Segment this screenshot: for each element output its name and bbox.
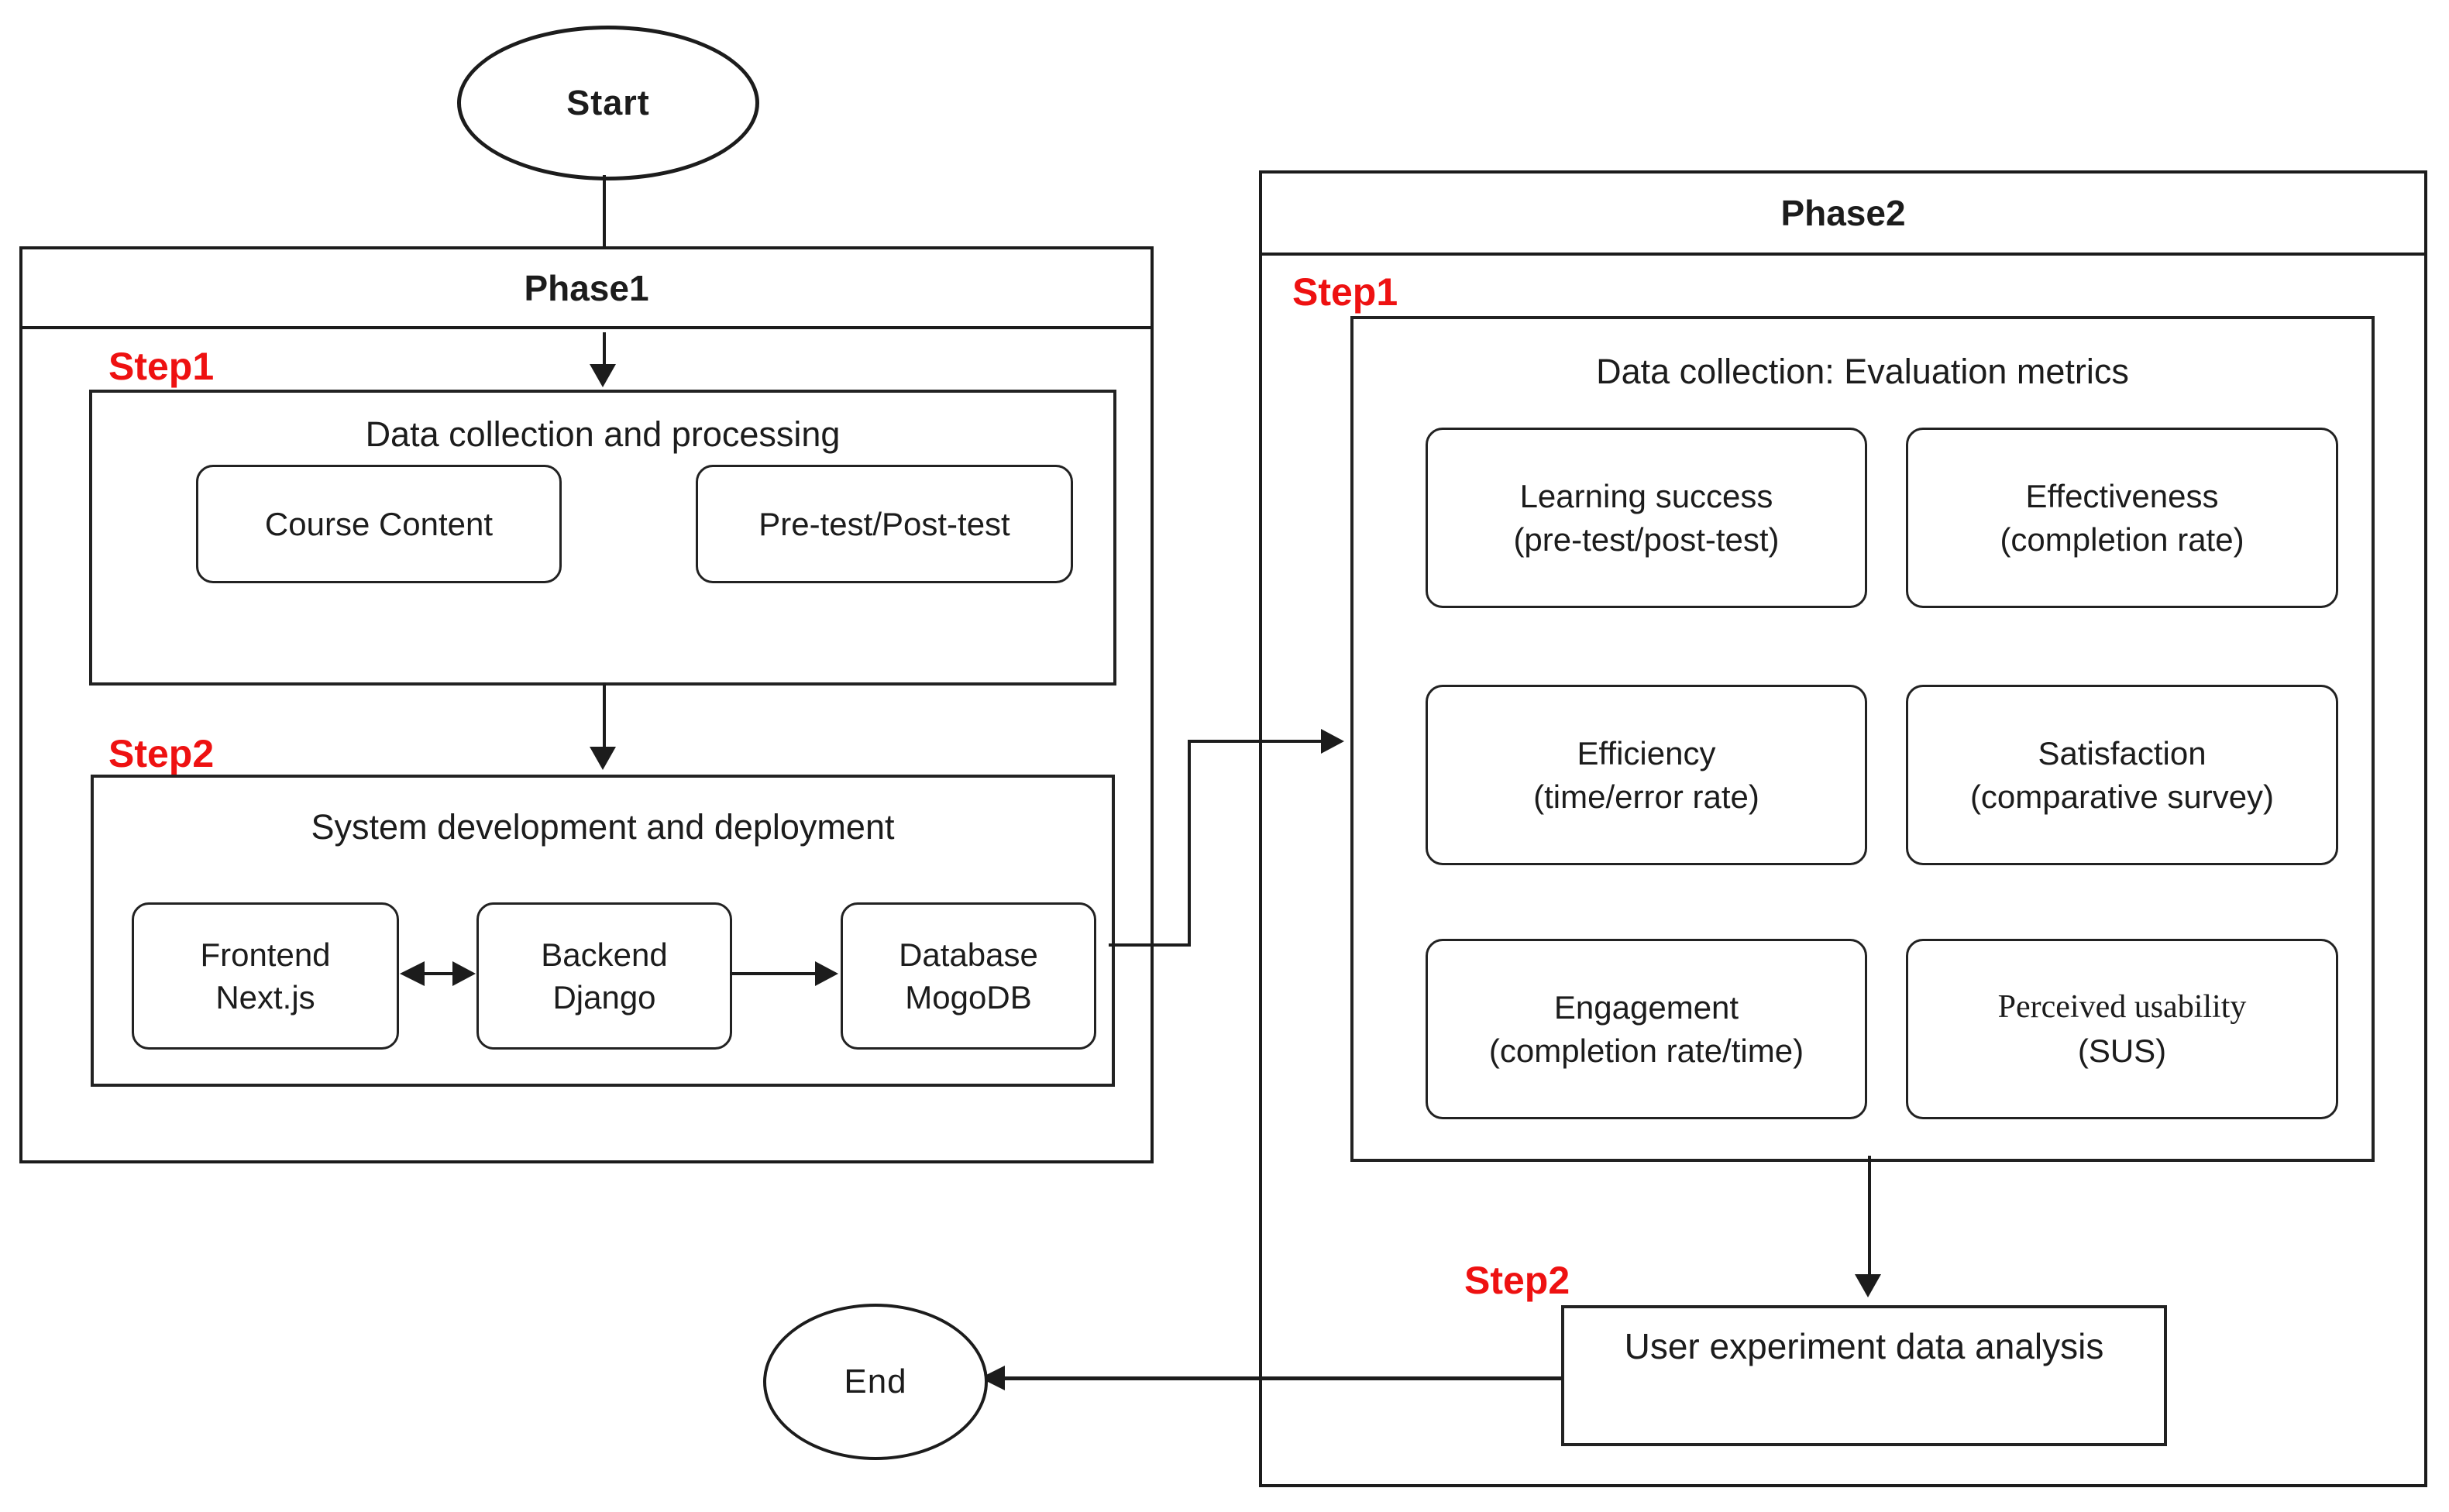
end-node: End [763,1304,988,1460]
edge-phase1-to-step1 [603,332,606,366]
phase2-title: Phase2 [1262,174,2424,256]
edge-start-to-phase1 [603,175,606,248]
edge-phase1-exit-horizontal [1109,943,1189,947]
metric-effectiveness-line2: (completion rate) [2000,521,2244,558]
edge-metrics-to-analysis [1868,1156,1871,1277]
arrowhead-into-analysis [1855,1274,1881,1297]
pretest-posttest-node: Pre-test/Post-test [696,465,1073,583]
metric-effectiveness-node: Effectiveness (completion rate) [1906,428,2338,608]
edge-analysis-to-end [1003,1376,1563,1380]
arrowhead-toward-backend [452,961,476,986]
metric-learning-success-line1: Learning success [1519,478,1773,515]
frontend-node-line2: Next.js [215,979,315,1015]
backend-node: Backend Django [476,902,732,1050]
frontend-node-line1: Frontend [200,936,331,973]
metric-satisfaction-line1: Satisfaction [2038,735,2207,772]
database-node: Database MogoDB [841,902,1096,1050]
phase1-step2-title: System development and deployment [311,807,895,847]
metric-engagement-line1: Engagement [1553,989,1739,1026]
phase2-step1-label: Step1 [1292,270,1398,314]
metric-perceived-usability-line2: (SUS) [2077,1032,2167,1069]
edge-into-phase2-horizontal [1188,740,1323,743]
metric-efficiency-line2: (time/error rate) [1533,778,1759,815]
phase1-title: Phase1 [22,249,1151,329]
edge-backend-database [730,972,817,975]
database-node-line1: Database [899,936,1038,973]
metric-perceived-usability-node: Perceived usability (SUS) [1906,939,2338,1119]
metric-satisfaction-line2: (comparative survey) [1969,778,2275,815]
edge-phase1-exit-riser [1188,740,1191,947]
arrowhead-into-step2 [590,747,616,770]
backend-node-line2: Django [552,979,656,1015]
metric-learning-success-line2: (pre-test/post-test) [1513,521,1780,558]
start-node: Start [457,26,759,180]
analysis-node: User experiment data analysis [1561,1305,2167,1446]
metric-perceived-usability-line1: Perceived usability [1997,989,2247,1026]
metric-efficiency-line1: Efficiency [1577,735,1716,772]
phase1-step1-label: Step1 [108,345,215,388]
metric-efficiency-node: Efficiency (time/error rate) [1426,685,1867,865]
metric-satisfaction-node: Satisfaction (comparative survey) [1906,685,2338,865]
phase2-step2-label: Step2 [1464,1259,1570,1302]
frontend-node: Frontend Next.js [132,902,399,1050]
metric-learning-success-node: Learning success (pre-test/post-test) [1426,428,1867,608]
metric-engagement-node: Engagement (completion rate/time) [1426,939,1867,1119]
phase2-container: Phase2 [1259,170,2427,1487]
database-node-line2: MogoDB [905,979,1032,1015]
arrowhead-into-database [815,961,838,986]
phase1-container: Phase1 [19,246,1154,1163]
phase1-step1-title: Data collection and processing [365,414,841,454]
arrowhead-into-step1 [590,364,616,387]
backend-node-line1: Backend [541,936,668,973]
edge-step1-to-step2 [603,682,606,749]
metric-effectiveness-line1: Effectiveness [2025,478,2219,515]
phase2-step1-title: Data collection: Evaluation metrics [1596,352,2129,391]
metric-engagement-line2: (completion rate/time) [1488,1032,1804,1069]
edge-frontend-backend [418,972,456,975]
phase1-step2-label: Step2 [108,732,215,775]
course-content-node: Course Content [196,465,562,583]
arrowhead-into-phase2-step1 [1321,729,1344,754]
